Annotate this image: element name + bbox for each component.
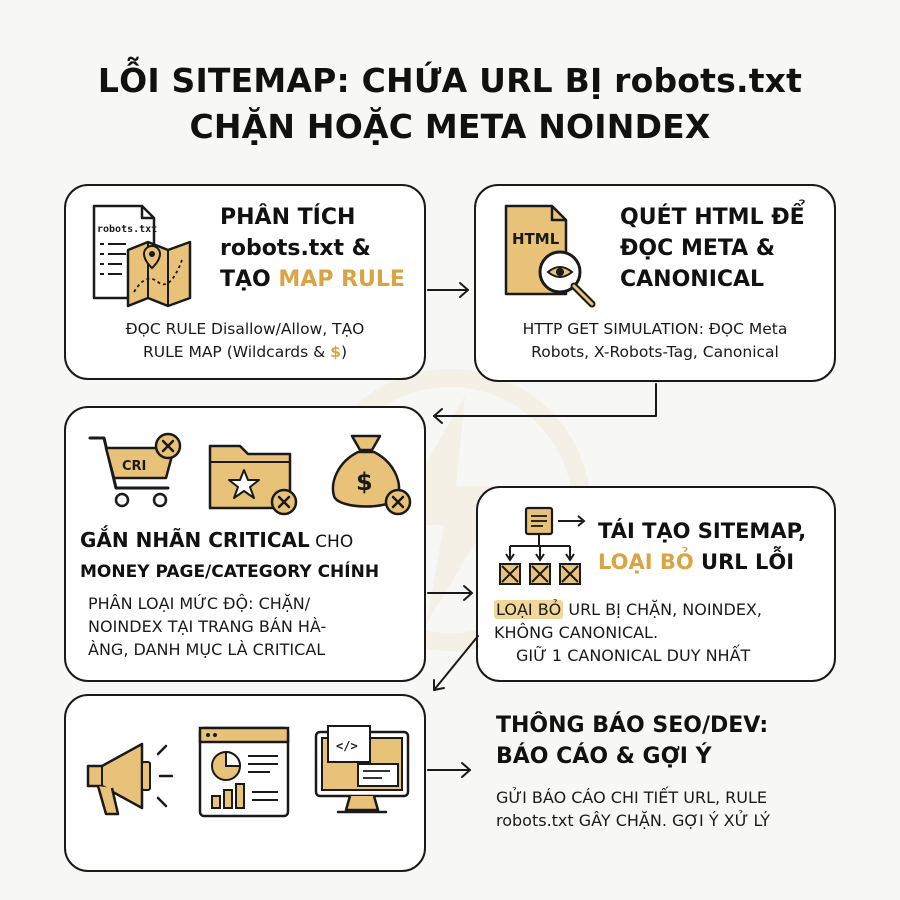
- step-5-desc-line-2: robots.txt GÂY CHẶN. GỢI Ý XỬ LÝ: [496, 811, 771, 830]
- step-5-heading: THÔNG BÁO SEO/DEV: BÁO CÁO & GỢI Ý: [496, 710, 876, 772]
- step-2-heading: QUÉT HTML ĐỂ ĐỌC META & CANONICAL: [620, 202, 830, 295]
- step-4-desc-line-1b: URL BỊ CHẶN, NOINDEX,: [563, 600, 762, 619]
- step-1-head-highlight: MAP RULE: [278, 267, 405, 292]
- step-card-rebuild-sitemap: TÁI TẠO SITEMAP, LOẠI BỎ URL LỖI LOẠI BỎ…: [476, 486, 836, 682]
- step-3-description: PHÂN LOẠI MỨC ĐỘ: CHẶN/ NOINDEX TẠI TRAN…: [88, 592, 418, 661]
- folder-star-icon: [208, 444, 298, 516]
- step-4-heading: TÁI TẠO SITEMAP, LOẠI BỎ URL LỖI: [598, 516, 834, 578]
- step-1-description: ĐỌC RULE Disallow/Allow, TẠO RULE MAP (W…: [66, 318, 424, 364]
- step-card-tag-critical: CRI $ GẮN NHÃN CRITICAL CHO MONEY PAGE/C…: [64, 406, 426, 682]
- step-3-head-line-2: MONEY PAGE/CATEGORY CHÍNH: [80, 562, 380, 582]
- sitemap-tree-icon: [499, 506, 586, 585]
- step-4-desc-highlight: LOẠI BỎ: [494, 600, 564, 619]
- step-1-heading: PHÂN TÍCH robots.txt & TẠO MAP RULE: [220, 202, 420, 295]
- step-1-head-line-1: PHÂN TÍCH: [220, 205, 356, 230]
- step-5-head-line-1: THÔNG BÁO SEO/DEV:: [496, 713, 769, 738]
- step-1-desc-dollar: $: [330, 343, 341, 361]
- step-1-head-line-2: robots.txt &: [220, 236, 371, 261]
- step-2-description: HTTP GET SIMULATION: ĐỌC Meta Robots, X-…: [476, 318, 834, 364]
- step-4-head-highlight: LOẠI BỎ: [598, 550, 694, 574]
- step-3-desc-line-2: NOINDEX TẠI TRANG BÁN HÀ-: [88, 617, 327, 636]
- step-2-head-line-2: ĐỌC META &: [620, 236, 776, 261]
- step-1-head-line-3a: TẠO: [220, 267, 279, 292]
- step-card-analyze-robots: robots.txt PHÂN TÍCH robots.txt & TẠO MA…: [64, 184, 426, 380]
- cart-icon-label: CRI: [122, 459, 146, 474]
- step-5-description: GỬI BÁO CÁO CHI TIẾT URL, RULE robots.tx…: [496, 786, 886, 832]
- step-1-desc-line-1: ĐỌC RULE Disallow/Allow, TẠO: [125, 320, 365, 338]
- code-monitor-icon: </>: [314, 725, 410, 814]
- page-title: LỖI SITEMAP: CHỨA URL BỊ robots.txt CHẶN…: [0, 58, 900, 150]
- svg-text:$: $: [356, 468, 373, 496]
- cart-cri-icon: CRI: [88, 432, 182, 508]
- step-3-desc-line-1: PHÂN LOẠI MỨC ĐỘ: CHẶN/: [88, 594, 311, 613]
- step-3-desc-line-3: ÀNG, DANH MỤC LÀ CRITICAL: [88, 640, 326, 659]
- robots-txt-icon-label: robots.txt: [97, 224, 157, 235]
- report-chart-icon: [198, 726, 290, 818]
- step-4-head-line-1: TÁI TẠO SITEMAP,: [598, 519, 807, 543]
- step-2-head-line-3: CANONICAL: [620, 267, 765, 292]
- step-2-head-line-1: QUÉT HTML ĐỂ: [620, 205, 805, 230]
- step-4-head-line-2b: URL LỖI: [693, 550, 795, 574]
- title-line-1: LỖI SITEMAP: CHỨA URL BỊ robots.txt: [97, 61, 803, 100]
- step-card-notify: </>: [64, 694, 426, 872]
- step-3-heading: GẮN NHÃN CRITICAL CHO MONEY PAGE/CATEGOR…: [80, 526, 420, 586]
- step-2-desc-line-2: Robots, X-Robots-Tag, Canonical: [531, 343, 779, 361]
- svg-text:</>: </>: [336, 739, 358, 753]
- html-magnifier-icon: HTML: [504, 204, 596, 308]
- step-4-desc-line-3: GIỮ 1 CANONICAL DUY NHẤT: [516, 646, 751, 665]
- html-icon-label: HTML: [512, 230, 560, 248]
- step-4-desc-line-2: KHÔNG CANONICAL.: [494, 623, 659, 642]
- step-3-head-line-1b: CHO: [309, 532, 354, 552]
- step-1-desc-line-2a: RULE MAP (Wildcards &: [142, 343, 331, 361]
- step-card-scan-html: HTML QUÉT HTML ĐỂ ĐỌC META & CANONICAL H…: [474, 184, 836, 382]
- step-1-desc-line-2c: ): [340, 343, 348, 361]
- megaphone-icon: [86, 742, 174, 816]
- step-5-head-line-2: BÁO CÁO & GỢI Ý: [496, 744, 712, 769]
- money-bag-icon: $: [331, 434, 412, 516]
- step-3-head-line-1a: GẮN NHÃN CRITICAL: [80, 528, 310, 552]
- step-2-desc-line-1: HTTP GET SIMULATION: ĐỌC Meta: [522, 320, 788, 338]
- title-line-2: CHẶN HOẶC META NOINDEX: [189, 107, 711, 146]
- step-4-description: LOẠI BỎ URL BỊ CHẶN, NOINDEX, KHÔNG CANO…: [494, 598, 834, 667]
- robots-txt-map-icon: robots.txt: [92, 204, 192, 308]
- step-5-desc-line-1: GỬI BÁO CÁO CHI TIẾT URL, RULE: [496, 788, 767, 807]
